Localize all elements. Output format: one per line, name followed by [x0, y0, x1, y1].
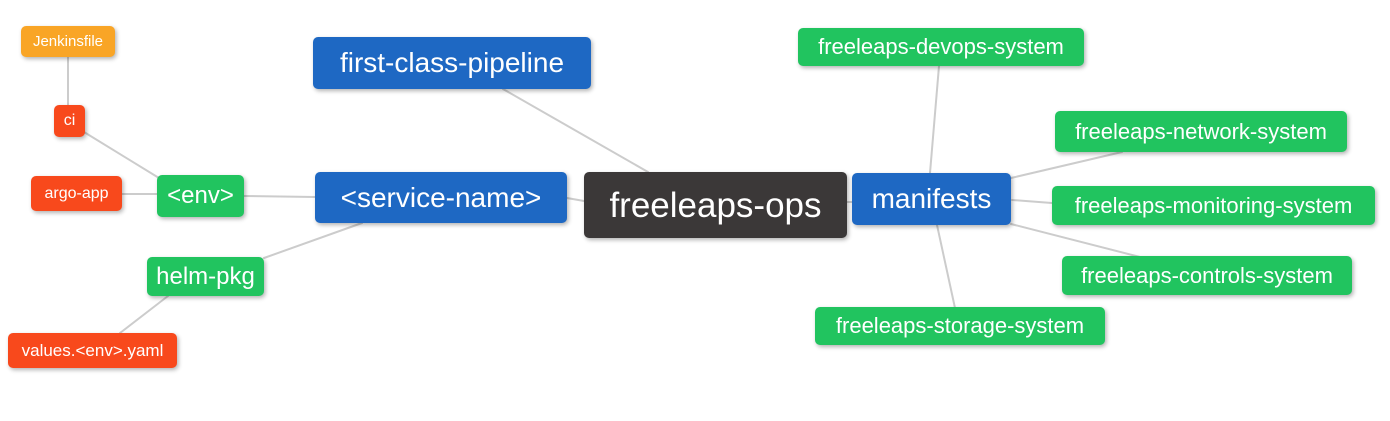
node-label: freeleaps-storage-system [835, 313, 1085, 338]
node-manifests[interactable]: manifests [852, 173, 1011, 225]
node-label: values.<env>.yaml [21, 341, 164, 360]
node-label: freeleaps-network-system [1075, 118, 1327, 144]
edge-manifests-to-freeleaps-storage-system [936, 224, 956, 309]
node-label: first-class-pipeline [339, 47, 565, 78]
node-freeleaps-ops[interactable]: freeleaps-ops [584, 172, 847, 238]
node-first-class-pipeline[interactable]: first-class-pipeline [313, 37, 591, 89]
node-label: freeleaps-devops-system [818, 34, 1064, 59]
edge-helm-pkg-to-values-env-yaml [119, 295, 169, 334]
edge-first-class-pipeline-to-freeleaps-ops [502, 88, 649, 173]
edge-manifests-to-freeleaps-controls-system [1010, 223, 1141, 258]
node-helm-pkg[interactable]: helm-pkg [147, 257, 264, 296]
node-values-env-yaml[interactable]: values.<env>.yaml [8, 333, 177, 368]
edge-service-name-to-helm-pkg [263, 222, 363, 259]
node-label: Jenkinsfile [32, 33, 104, 50]
node-freeleaps-monitoring-system[interactable]: freeleaps-monitoring-system [1052, 186, 1375, 225]
edge-manifests-to-freeleaps-network-system [1010, 151, 1123, 179]
edge-env-to-service-name [243, 195, 316, 198]
edge-service-name-to-freeleaps-ops [566, 197, 585, 202]
node-jenkinsfile[interactable]: Jenkinsfile [21, 26, 115, 57]
node-label: freeleaps-ops [609, 185, 822, 225]
node-label: freeleaps-controls-system [1081, 262, 1333, 288]
edge-manifests-to-freeleaps-devops-system [929, 65, 940, 174]
node-label: argo-app [44, 184, 109, 202]
node-label: ci [63, 112, 76, 129]
edge-ci-to-env [83, 131, 160, 179]
node-label: helm-pkg [156, 262, 255, 290]
edge-manifests-to-freeleaps-monitoring-system [1011, 199, 1053, 204]
node-service-name[interactable]: <service-name> [315, 172, 567, 223]
node-ci[interactable]: ci [54, 105, 85, 137]
node-freeleaps-controls-system[interactable]: freeleaps-controls-system [1062, 256, 1352, 295]
node-label: <service-name> [340, 181, 542, 213]
node-argo-app[interactable]: argo-app [31, 176, 122, 211]
node-label: freeleaps-monitoring-system [1074, 192, 1353, 218]
node-freeleaps-devops-system[interactable]: freeleaps-devops-system [798, 28, 1084, 66]
node-label: <env> [167, 182, 234, 209]
node-freeleaps-network-system[interactable]: freeleaps-network-system [1055, 111, 1347, 152]
node-env[interactable]: <env> [157, 175, 244, 217]
node-label: manifests [871, 183, 992, 214]
node-freeleaps-storage-system[interactable]: freeleaps-storage-system [815, 307, 1105, 345]
